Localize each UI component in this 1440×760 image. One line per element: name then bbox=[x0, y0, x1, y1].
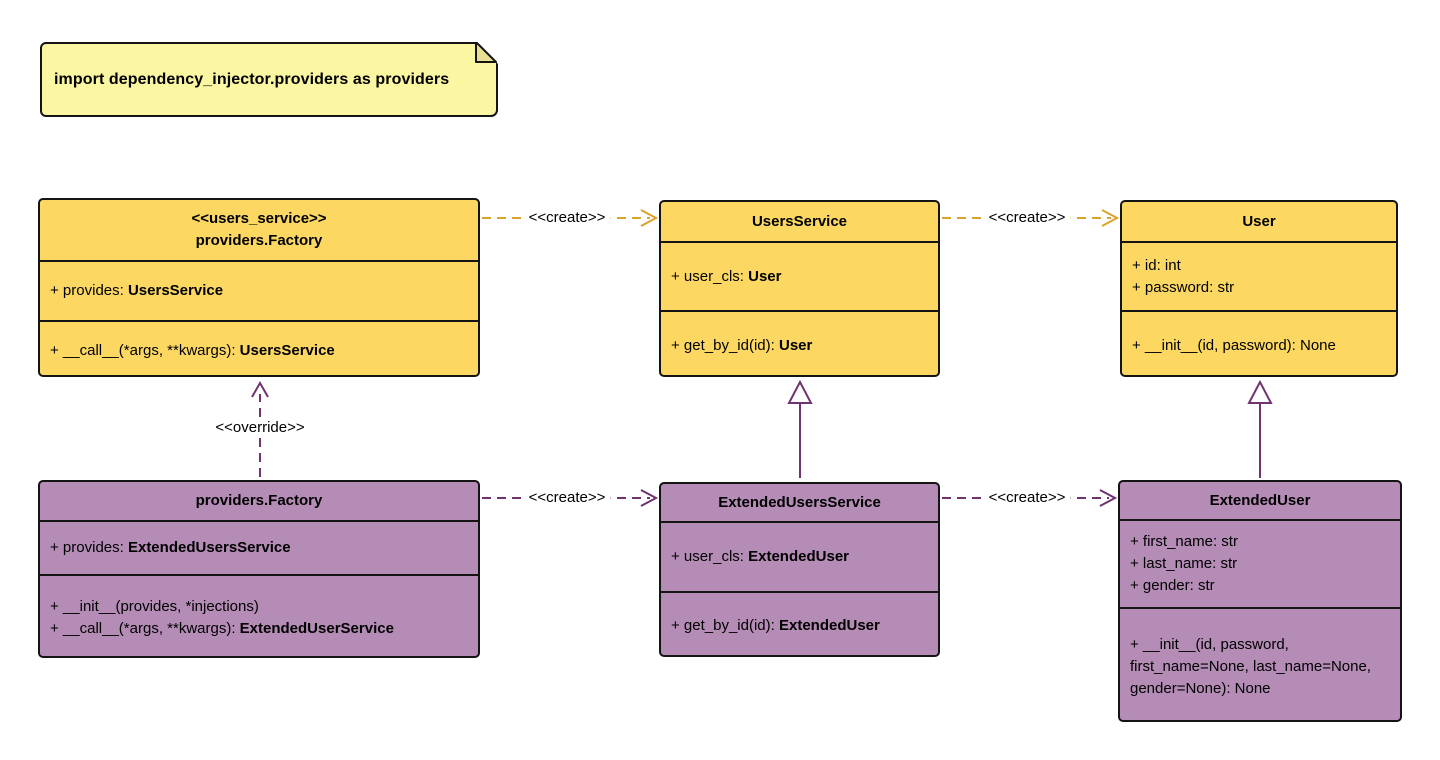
generalization-edge-extuser-to-user bbox=[1247, 379, 1273, 478]
class-users-service: UsersService + user_cls: User + get_by_i… bbox=[659, 200, 940, 377]
class-title: <<users_service>> providers.Factory bbox=[40, 200, 478, 260]
class-attributes: + provides: UsersService bbox=[40, 260, 478, 320]
sticky-note: import dependency_injector.providers as … bbox=[40, 42, 498, 117]
class-methods: + get_by_id(id): ExtendedUser bbox=[661, 591, 938, 659]
class-factory-users-service: <<users_service>> providers.Factory + pr… bbox=[38, 198, 480, 377]
class-title: User bbox=[1122, 202, 1396, 241]
class-stereotype: <<users_service>> bbox=[191, 210, 327, 227]
class-name: providers.Factory bbox=[195, 232, 323, 249]
method-line: + __call__(*args, **kwargs): UsersServic… bbox=[50, 341, 335, 359]
method-line: + get_by_id(id): ExtendedUser bbox=[671, 617, 880, 634]
class-methods: + __call__(*args, **kwargs): UsersServic… bbox=[40, 320, 478, 379]
class-attributes: + user_cls: User bbox=[661, 241, 938, 310]
edge-label-create: <<create>> bbox=[523, 208, 611, 228]
method-line: + get_by_id(id): User bbox=[671, 336, 813, 354]
method-line: + __init__(provides, *injections) bbox=[50, 598, 259, 615]
class-name: providers.Factory bbox=[195, 492, 323, 509]
class-attributes: + user_cls: ExtendedUser bbox=[661, 521, 938, 591]
class-title: ExtendedUsersService bbox=[661, 484, 938, 521]
class-attributes: + provides: ExtendedUsersService bbox=[40, 520, 478, 574]
class-name: ExtendedUser bbox=[1209, 491, 1311, 509]
attribute-line: + user_cls: User bbox=[671, 267, 782, 285]
class-methods: + __init__(provides, *injections) + __ca… bbox=[40, 574, 478, 660]
method-line: + __init__(id, password, first_name=None… bbox=[1130, 635, 1371, 697]
attribute-line: + last_name: str bbox=[1130, 555, 1238, 572]
attribute-line: + first_name: str bbox=[1130, 533, 1238, 550]
attribute-line: + id: int bbox=[1132, 256, 1181, 274]
class-title: providers.Factory bbox=[40, 482, 478, 520]
class-methods: + __init__(id, password): None bbox=[1122, 310, 1396, 379]
class-name: User bbox=[1242, 212, 1276, 230]
class-user: User + id: int + password: str + __init_… bbox=[1120, 200, 1398, 377]
attribute-line: + gender: str bbox=[1130, 577, 1215, 594]
class-methods: + get_by_id(id): User bbox=[661, 310, 938, 379]
class-title: ExtendedUser bbox=[1120, 482, 1400, 519]
class-attributes: + first_name: str + last_name: str + gen… bbox=[1120, 519, 1400, 607]
edge-label-create: <<create>> bbox=[523, 488, 611, 508]
method-line: + __init__(id, password): None bbox=[1132, 336, 1336, 354]
edge-label-create: <<create>> bbox=[983, 208, 1071, 228]
class-attributes: + id: int + password: str bbox=[1122, 241, 1396, 310]
attribute-line: + provides: UsersService bbox=[50, 282, 224, 299]
attribute-line: + password: str bbox=[1132, 278, 1235, 296]
edge-label-override: <<override>> bbox=[210, 418, 310, 438]
class-title: UsersService bbox=[661, 202, 938, 241]
class-name: UsersService bbox=[751, 212, 848, 230]
class-methods: + __init__(id, password, first_name=None… bbox=[1120, 607, 1400, 724]
method-line: + __call__(*args, **kwargs): ExtendedUse… bbox=[50, 620, 394, 637]
edge-label-create: <<create>> bbox=[983, 488, 1071, 508]
note-text: import dependency_injector.providers as … bbox=[54, 70, 450, 88]
attribute-line: + provides: ExtendedUsersService bbox=[50, 539, 291, 556]
class-name: ExtendedUsersService bbox=[718, 493, 881, 511]
class-extended-user: ExtendedUser + first_name: str + last_na… bbox=[1118, 480, 1402, 722]
attribute-line: + user_cls: ExtendedUser bbox=[671, 548, 849, 565]
class-extended-factory: providers.Factory + provides: ExtendedUs… bbox=[38, 480, 480, 658]
generalization-edge-extusersservice-to-usersservice bbox=[787, 379, 813, 478]
class-extended-users-service: ExtendedUsersService + user_cls: Extende… bbox=[659, 482, 940, 657]
note-fold-icon bbox=[475, 42, 498, 64]
